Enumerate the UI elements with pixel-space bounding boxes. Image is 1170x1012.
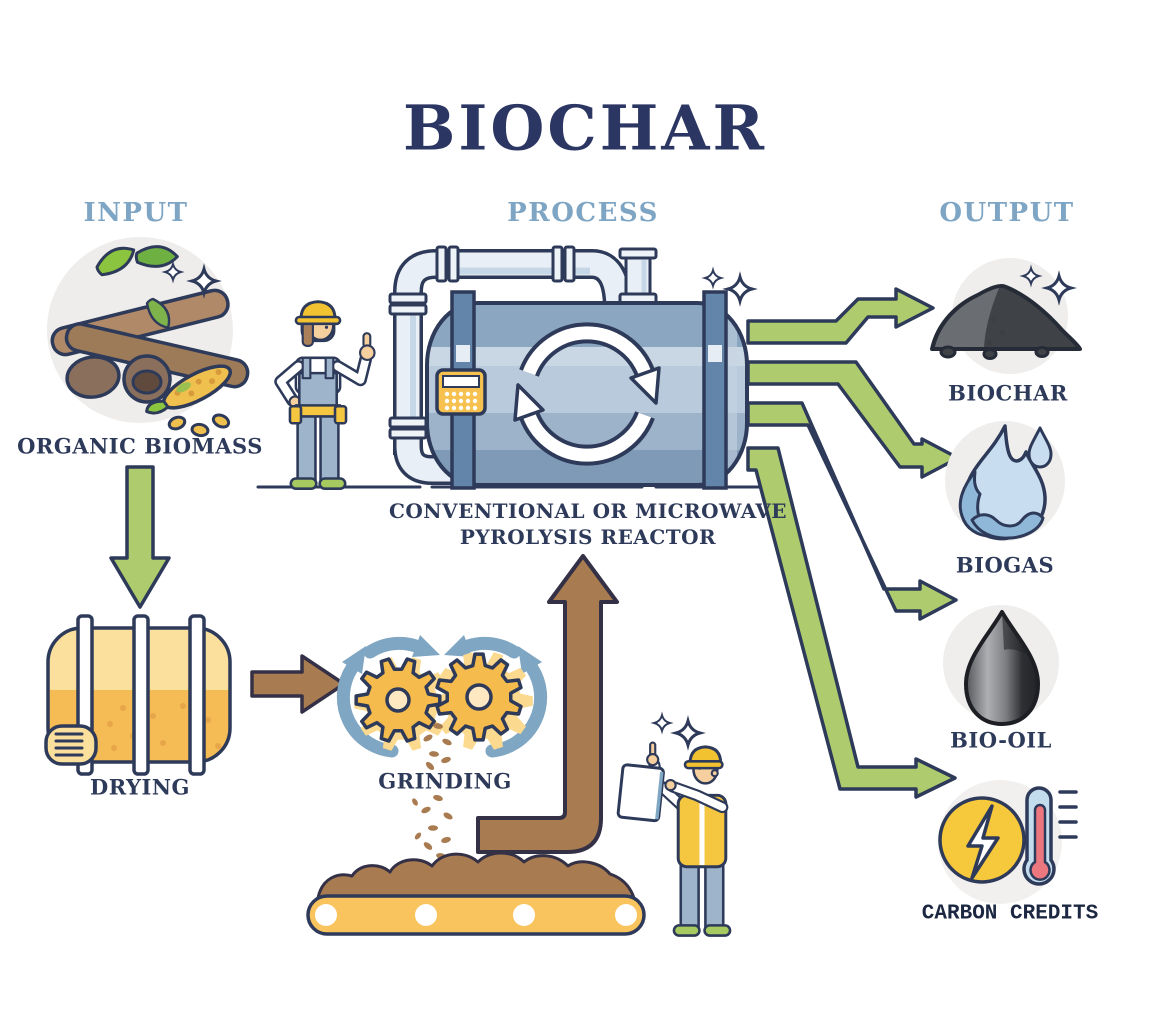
conveyor-material — [316, 851, 636, 900]
flame-icon — [945, 421, 1065, 541]
output-arrows — [746, 287, 960, 799]
drying-label: DRYING — [90, 774, 190, 800]
page-title: BIOCHAR — [403, 91, 767, 165]
biochar-label: BIOCHAR — [948, 380, 1068, 406]
recycle-arrows-icon — [513, 322, 661, 466]
grinding-gears — [336, 635, 548, 758]
clipboard — [616, 763, 665, 823]
corn-cob-icon — [145, 364, 232, 415]
energy-coin-and-thermometer-icon — [938, 780, 1078, 904]
arrow-drying-to-grinding — [250, 654, 346, 714]
organic-biomass-label: ORGANIC BIOMASS — [17, 433, 263, 459]
drum-vent-grill — [44, 724, 98, 766]
section-header-process: PROCESS — [507, 198, 659, 228]
reactor-label-line1: CONVENTIONAL OR MICROWAVE — [388, 499, 788, 523]
section-header-input: INPUT — [83, 198, 189, 228]
control-keypad — [435, 368, 487, 416]
section-header-output: OUTPUT — [939, 198, 1075, 228]
biogas-label: BIOGAS — [955, 552, 1055, 578]
conveyor-belt — [306, 851, 646, 936]
drying-machine — [44, 614, 232, 776]
sparkle-icon — [161, 260, 222, 299]
carbon-credits-label: CARBON CREDITS — [921, 902, 1099, 926]
pyrolysis-reactor — [425, 290, 749, 490]
oil-drop-icon — [943, 605, 1059, 726]
arrow-biomass-to-drying — [109, 465, 171, 609]
reactor-pipes — [388, 245, 658, 485]
reactor-label-line2: PYROLYSIS REACTOR — [459, 525, 717, 549]
arrow-grinding-to-reactor — [476, 554, 619, 854]
bio-oil-label: BIO-OIL — [950, 727, 1052, 753]
thermometer-icon — [1022, 786, 1078, 886]
charcoal-pile-icon — [930, 258, 1082, 374]
worker-inspector — [616, 741, 732, 937]
sparkle-icon — [1019, 264, 1077, 306]
arrow-reactor-to-biogas — [746, 360, 960, 479]
arrow-reactor-to-carbon-credits — [746, 446, 957, 799]
worker-thumbs-up — [274, 300, 376, 490]
ground-particles — [412, 723, 453, 859]
coconut-shell-icon — [65, 354, 172, 404]
grinding-label: GRINDING — [378, 768, 512, 794]
biomass-icon — [47, 237, 250, 438]
leaf-icon — [95, 245, 179, 329]
lightning-bolt-icon — [966, 804, 1000, 880]
sparkle-icon — [701, 266, 758, 307]
sparkle-icon — [650, 711, 706, 751]
arrow-reactor-to-biochar — [746, 287, 935, 345]
seeds — [167, 413, 231, 438]
arrow-reactor-to-bio-oil — [746, 401, 958, 621]
